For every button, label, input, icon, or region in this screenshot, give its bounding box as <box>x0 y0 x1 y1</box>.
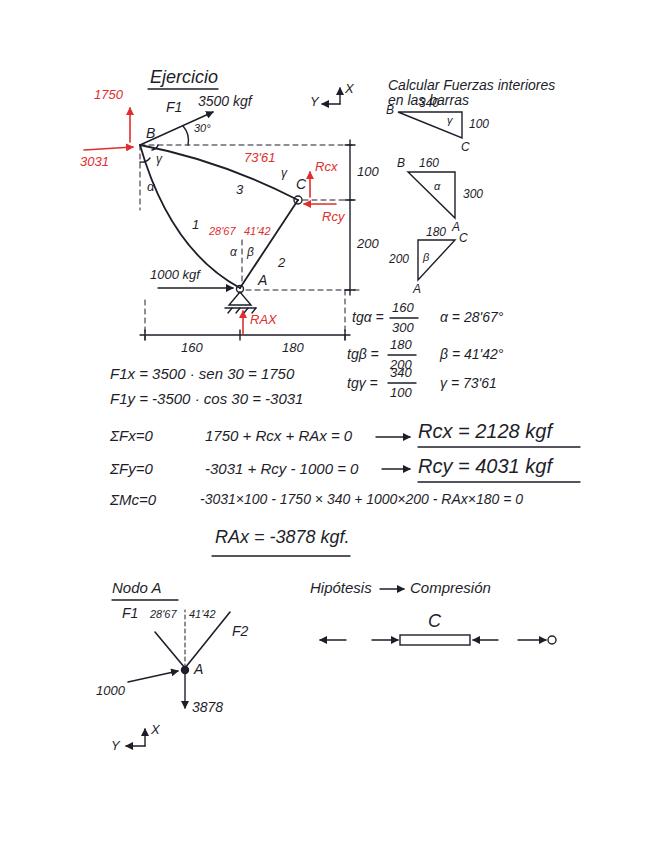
annotation-text: tgβ = <box>347 347 379 362</box>
annotation-text: 100 <box>390 386 412 400</box>
annotation-text: 41'42 <box>244 225 271 237</box>
annotation-text: 1750 <box>94 88 123 102</box>
annotation-text: Hipótesis <box>310 580 372 597</box>
annotation-text: β <box>247 246 254 259</box>
annotation-text: F1 <box>166 100 182 115</box>
annotation-text: C <box>296 177 306 192</box>
annotation-text: A <box>452 221 460 234</box>
annotation-text: 28'67 <box>209 225 236 237</box>
annotation-text: β <box>423 251 429 263</box>
annotation-text: 41'42 <box>189 608 216 620</box>
annotation-text: 30° <box>194 122 211 134</box>
annotation-text: 160 <box>419 157 439 170</box>
annotation-text: RAX <box>250 313 277 327</box>
annotation-text: 2 <box>278 256 285 270</box>
annotation-text: Rcx <box>315 160 337 174</box>
annotation-text: 300 <box>463 188 483 201</box>
annotation-text: X <box>151 723 160 737</box>
annotation-text: F1x = 3500 · sen 30 = 1750 <box>110 366 294 383</box>
annotation-text: γ <box>447 114 453 126</box>
annotation-text: ΣMc=0 <box>110 492 156 509</box>
annotation-text: 180 <box>426 226 446 239</box>
annotation-text: α <box>434 180 440 192</box>
annotation-text: Rcy <box>322 210 344 224</box>
annotation-text: Compresión <box>410 580 491 597</box>
annotation-text: A <box>194 662 203 677</box>
annotation-text: 73'61 <box>244 151 275 165</box>
annotation-text: F2 <box>232 624 248 639</box>
annotation-text: 1 <box>192 218 199 232</box>
annotation-text: γ = 73'61 <box>440 376 497 391</box>
annotation-text: 3500 kgf <box>198 94 252 109</box>
annotation-text: α <box>230 246 237 259</box>
annotation-text: 28'67 <box>150 608 177 620</box>
annotation-text: α <box>147 180 154 194</box>
annotation-text: A <box>258 273 267 288</box>
annotation-text: C <box>428 612 441 632</box>
annotation-text: 200 <box>357 237 379 251</box>
title: Ejercicio <box>150 68 218 88</box>
annotation-text: 160 <box>181 341 203 355</box>
annotation-text: 180 <box>282 341 304 355</box>
annotation-text: γ <box>281 167 287 180</box>
annotation-text: C <box>461 141 470 154</box>
annotation-text: tgγ = <box>347 376 378 391</box>
annotation-text: Y <box>310 95 319 109</box>
annotation-text: 3 <box>236 183 243 197</box>
annotation-text: Y <box>111 739 120 753</box>
annotation-text: 200 <box>389 253 409 266</box>
annotation-text: 100 <box>357 165 379 179</box>
annotation-text: tgα = <box>352 310 384 325</box>
annotation-text: 100 <box>469 118 489 131</box>
annotation-text: 340 <box>390 366 412 380</box>
annotation-text: X <box>345 82 354 96</box>
annotation-text: -3031 + Rcy - 1000 = 0 <box>205 461 358 478</box>
annotation-text: B <box>146 126 155 141</box>
annotation-text: ΣFx=0 <box>110 428 153 445</box>
annotation-text: F1 <box>122 606 138 621</box>
annotation-text: 1000 kgf <box>150 268 200 282</box>
annotation-text: Rcx = 2128 kgf <box>418 420 552 442</box>
annotation-text: 300 <box>392 321 414 335</box>
annotation-text: A <box>413 283 421 296</box>
annotation-text: 340 <box>419 97 439 110</box>
annotation-text: 1750 + Rcx + RAx = 0 <box>205 428 352 445</box>
annotation-text: 3031 <box>80 155 109 169</box>
annotation-text: B <box>386 104 394 117</box>
annotation-text: 1000 <box>96 684 125 698</box>
annotation-text: B <box>397 157 405 170</box>
annotation-text: β = 41'42° <box>440 347 503 362</box>
annotation-text: C <box>459 232 468 245</box>
annotation-text: Nodo A <box>112 580 161 597</box>
annotation-text: F1y = -3500 · cos 30 = -3031 <box>110 391 303 408</box>
annotation-text: RAx = -3878 kgf. <box>215 528 350 548</box>
annotation-text: α = 28'67° <box>440 310 503 325</box>
annotation-text: Calcular Fuerzas interiores en las barra… <box>388 78 573 109</box>
annotation-text: Rcy = 4031 kgf <box>418 455 552 477</box>
annotation-text: 160 <box>392 301 414 315</box>
annotation-text: 3878 <box>192 700 223 715</box>
annotation-text: ΣFy=0 <box>110 461 153 478</box>
annotation-text: γ <box>156 153 162 166</box>
annotation-text: -3031×100 - 1750 × 340 + 1000×200 - RAx×… <box>200 492 523 507</box>
annotation-text: 180 <box>390 338 412 352</box>
